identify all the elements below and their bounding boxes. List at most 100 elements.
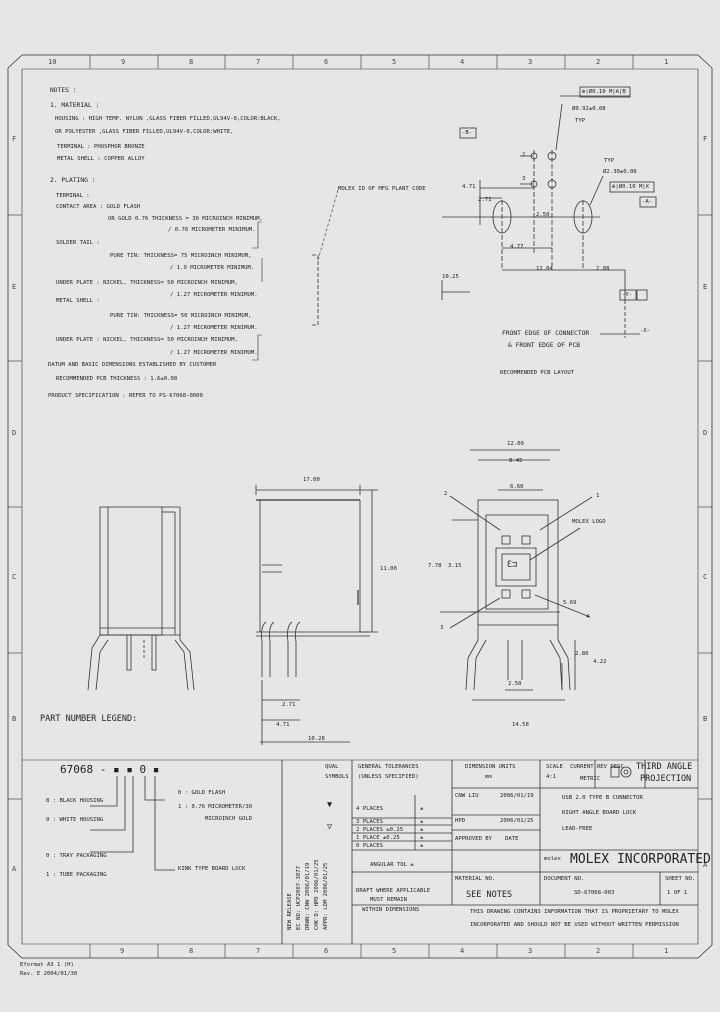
front-edge-label: FRONT EDGE OF CONNECTOR: [502, 330, 590, 337]
legend-line: 0 : GOLD FLASH: [178, 790, 226, 796]
chk-by: HPD: [455, 818, 466, 824]
dim-text: 2.50: [508, 681, 522, 687]
drafts-line: DRAFT WHERE APPLICABLE: [356, 888, 431, 894]
drafts-line: MUST REMAIN: [370, 897, 408, 903]
border-col-label: 6: [324, 58, 329, 66]
note-line: CONTACT AREA : GOLD FLASH: [56, 204, 141, 210]
note-line: SOLDER TAIL :: [56, 240, 100, 246]
general-tolerances: GENERAL TOLERANCES: [358, 764, 419, 770]
border-row-label: C: [703, 573, 708, 581]
sheet-no-label: SHEET NO.: [665, 876, 696, 882]
dimension-units-value: mm: [485, 774, 492, 780]
doc-no-label: DOCUMENT NO.: [544, 876, 585, 882]
border-row-label: F: [703, 135, 708, 143]
qual-symbol: ▼: [327, 800, 333, 810]
scale-label: SCALE: [546, 764, 563, 770]
legend-line: 1 : 0.76 MICROMETER/30: [178, 804, 253, 810]
revision-line: EC NO: UCP2007-3877: [296, 866, 302, 930]
tol-row-value: ±: [420, 819, 424, 825]
border-col-label: 3: [528, 947, 533, 955]
legend-line: 1 : TUBE PACKAGING: [46, 872, 107, 878]
general-tolerances-sub: (UNLESS SPECIFIED): [358, 774, 419, 780]
sheet-no: 1 OF 1: [667, 890, 688, 896]
revision-line: CHK'D: HPD 2006/01/25: [314, 859, 320, 930]
molex-id-label: MOLEX ID OF MFG PLANT CODE: [338, 186, 426, 192]
note-line: DATUM AND BASIC DIMENSIONS ESTABLISHED B…: [48, 362, 217, 368]
molex-logo-mark: Ɛ⊐: [507, 560, 518, 570]
border-row-label: C: [12, 573, 17, 581]
border-col-label: 4: [460, 947, 465, 955]
tol-row-value: ±: [420, 843, 424, 849]
dim-text: 17.00: [303, 477, 320, 483]
border-col-label: 9: [121, 58, 126, 66]
border-row-label: D: [703, 429, 708, 437]
border-col-label: 1: [664, 58, 669, 66]
pin-label: 3: [522, 176, 526, 182]
legend-line: 0 : TRAY PACKAGING: [46, 853, 107, 859]
border-col-label: 5: [392, 947, 397, 955]
tol-row: 1 PLACE ±0.25: [356, 835, 400, 841]
border-col-label: 4: [460, 58, 465, 66]
border-col-label: 8: [189, 947, 194, 955]
note-line: TERMINAL : PHOSPHOR BRONZE: [57, 144, 145, 150]
border-row-label: B: [12, 715, 17, 723]
callout-number: 3: [440, 625, 444, 631]
qual-label: QUAL: [325, 764, 339, 770]
note-line: PURE TIN: THICKNESS= 75 MICROINCH MINIMU…: [110, 253, 252, 259]
current-rev-label: CURRENT REV DESC: [570, 764, 624, 770]
title-line: LEAD-FREE: [562, 826, 593, 832]
border-col-label: 6: [324, 947, 329, 955]
appr-label: APPROVED BY: [455, 836, 493, 842]
part-number: 67068 - ▪ ▪ 0 ▪: [60, 763, 160, 776]
note-line: / 0.76 MICROMETER MINIMUM.: [168, 227, 256, 233]
qual-symbol: ▽: [327, 822, 333, 832]
dimension-units-label: DIMENSION UNITS: [465, 764, 516, 770]
fcf-large: ⊕|Ø0.10 M|X: [612, 184, 650, 190]
border-row-label: E: [12, 283, 17, 291]
note-line: UNDER PLATE : NICKEL, THICKNESS= 50 MICR…: [56, 337, 238, 343]
tol-row: 2 PLACES ±0.25: [356, 827, 404, 833]
dim-text: 10.25: [442, 274, 459, 280]
note-line: TERMINAL :: [56, 193, 90, 199]
tol-row: 3 PLACES: [356, 819, 383, 825]
material-no-value: SEE NOTES: [466, 890, 513, 900]
angular-tol: ANGULAR TOL ±: [370, 862, 414, 868]
note-line: METAL SHELL :: [56, 298, 100, 304]
doc-no: SD-67068-003: [574, 890, 615, 896]
drafts-line: WITHIN DIMENSIONS: [362, 907, 420, 913]
note-line: / 1.9 MICROMETER MINIMUM.: [170, 265, 255, 271]
dim-text: 6.60: [510, 484, 524, 490]
callout-number: 2: [444, 491, 448, 497]
dim-text: 11.00: [380, 566, 397, 572]
dim-text: 8.45: [509, 458, 523, 464]
revision-line: DRWN: CNW 2006/01/19: [305, 862, 311, 930]
border-row-label: F: [12, 135, 17, 143]
notes-title: NOTES :: [50, 87, 77, 94]
note-line: / 1.27 MICROMETER MINIMUM.: [170, 350, 258, 356]
drwn-date: 2006/01/19: [500, 793, 534, 799]
symbols-label: SYMBOLS: [325, 774, 349, 780]
material-no-label: MATERIAL NO.: [455, 876, 496, 882]
dim-text: 2.71: [282, 702, 296, 708]
note-line: METAL SHELL : COPPER ALLOY: [57, 156, 145, 162]
chk-date: 2006/01/25: [500, 818, 534, 824]
front-edge-label: & FRONT EDGE OF PCB: [508, 342, 581, 349]
border-row-label: D: [12, 429, 17, 437]
tol-row: 4 PLACES: [356, 806, 383, 812]
border-col-label: 2: [596, 58, 601, 66]
title-line: RIGHT ANGLE BOARD LOCK: [562, 810, 637, 816]
dim-text: 4.71: [276, 722, 290, 728]
revision-line: APPR: LDM 2006/01/25: [323, 862, 329, 930]
border-row-label: B: [703, 715, 708, 723]
dim-text: 2.88: [596, 266, 610, 272]
note-line: UNDER PLATE : NICKEL, THICKNESS= 50 MICR…: [56, 280, 238, 286]
border-row-label: E: [703, 283, 708, 291]
datum-y: -Y-: [622, 292, 633, 298]
current-rev-value: METRIC: [580, 776, 601, 782]
dim-text: 2.80: [575, 651, 589, 657]
datum-x: -X-: [640, 328, 651, 334]
note-line: OR GOLD 0.76 THICKNESS = 30 MICROINCH MI…: [108, 216, 263, 222]
note-line: / 1.27 MICROMETER MINIMUM.: [170, 292, 258, 298]
